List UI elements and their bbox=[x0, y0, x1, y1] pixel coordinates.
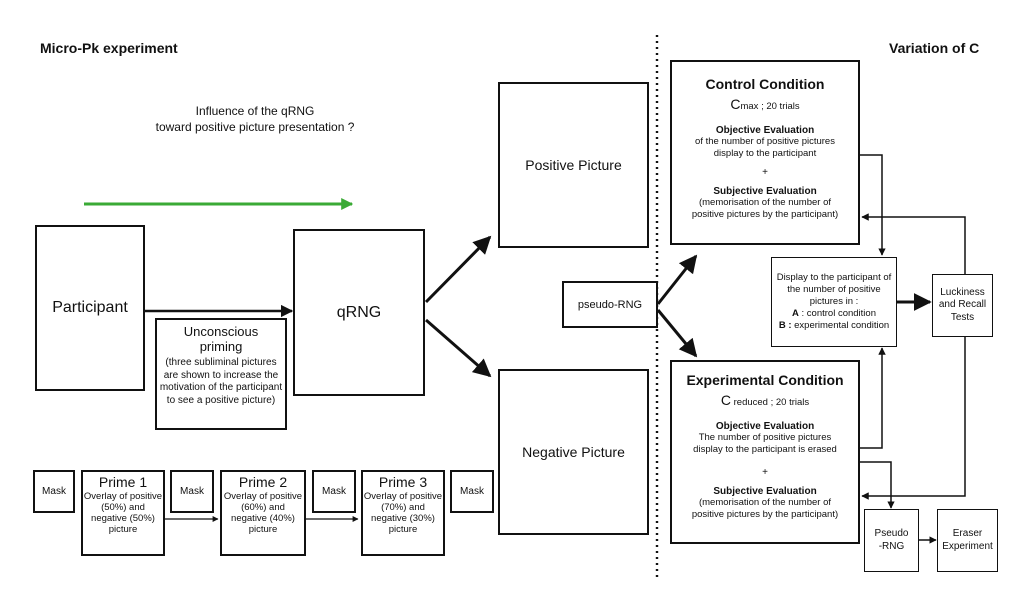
prime-description: Overlay of positive (50%) and negative (… bbox=[83, 491, 163, 535]
control-subjective-title: Subjective Evaluation bbox=[713, 186, 817, 197]
priming-title: Unconscious priming bbox=[183, 324, 259, 354]
mask-box-3: Mask bbox=[312, 470, 356, 513]
experimental-objective-description: The number of positive pictures display … bbox=[693, 432, 837, 455]
prime-box-2: Prime 2 Overlay of positive (60%) and ne… bbox=[220, 470, 306, 556]
positive-picture-label: Positive Picture bbox=[525, 157, 622, 173]
left-heading: Micro-Pk experiment bbox=[40, 40, 178, 56]
qrng-to-positive-arrow bbox=[424, 235, 492, 304]
experimental-param-sub: reduced ; 20 trials bbox=[730, 397, 810, 408]
mask-label: Mask bbox=[42, 486, 66, 497]
prime-box-1: Prime 1 Overlay of positive (50%) and ne… bbox=[81, 470, 165, 556]
experimental-title: Experimental Condition bbox=[686, 372, 844, 388]
unconscious-priming-box: Unconscious priming (three subliminal pi… bbox=[155, 318, 287, 430]
luckiness-recall-box: Luckiness and Recall Tests bbox=[932, 274, 993, 337]
display-option-b: B : experimental condition bbox=[779, 320, 889, 332]
experimental-parameter: C reduced ; 20 trials bbox=[721, 392, 809, 410]
pseudo-rng-2-label: Pseudo -RNG bbox=[874, 528, 909, 552]
mask-label: Mask bbox=[460, 486, 484, 497]
priming-description: (three subliminal pictures are shown to … bbox=[159, 357, 283, 406]
right-heading: Variation of C bbox=[889, 40, 980, 56]
experimental-condition-box: Experimental Condition C reduced ; 20 tr… bbox=[670, 360, 860, 544]
pseudo-rng-2-box: Pseudo -RNG bbox=[864, 509, 919, 572]
experimental-to-prng2-connector bbox=[859, 461, 895, 509]
display-option-a: A : control condition bbox=[792, 308, 876, 320]
display-box: Display to the participant of the number… bbox=[771, 257, 897, 347]
control-to-display-connector bbox=[859, 154, 886, 256]
qrng-box: qRNG bbox=[293, 229, 425, 396]
mask-box-1: Mask bbox=[33, 470, 75, 513]
prime-title: Prime 1 bbox=[98, 474, 148, 490]
display-b-key: B : bbox=[778, 320, 792, 331]
negative-picture-box: Negative Picture bbox=[498, 369, 649, 535]
experimental-to-display-connector bbox=[859, 347, 886, 449]
negative-picture-label: Negative Picture bbox=[522, 444, 625, 460]
display-a-text: : control condition bbox=[798, 308, 876, 319]
pseudo-rng-box: pseudo-RNG bbox=[562, 281, 658, 328]
experimental-plus: + bbox=[762, 467, 768, 478]
prng-to-experimental-arrow bbox=[656, 309, 698, 358]
luckiness-to-experimental-connector bbox=[861, 336, 966, 500]
display-description: Display to the participant of the number… bbox=[776, 272, 892, 307]
control-parameter: Cmax ; 20 trials bbox=[730, 96, 799, 114]
control-title: Control Condition bbox=[705, 76, 825, 92]
experimental-objective-title: Objective Evaluation bbox=[715, 421, 815, 432]
prime-description: Overlay of positive (70%) and negative (… bbox=[363, 491, 443, 535]
experimental-param-c: C bbox=[720, 392, 731, 408]
eraser-label: Eraser Experiment bbox=[942, 528, 993, 552]
qrng-label: qRNG bbox=[336, 303, 382, 321]
control-objective-description: of the number of positive pictures displ… bbox=[695, 136, 835, 159]
influence-question: Influence of the qRNG toward positive pi… bbox=[155, 104, 355, 134]
experimental-subjective-title: Subjective Evaluation bbox=[713, 486, 817, 497]
mask-label: Mask bbox=[180, 486, 204, 497]
display-a-key: A bbox=[792, 308, 799, 319]
mask-label: Mask bbox=[322, 486, 346, 497]
luckiness-label: Luckiness and Recall Tests bbox=[938, 286, 987, 323]
control-param-c: C bbox=[730, 96, 741, 112]
participant-label: Participant bbox=[52, 299, 128, 316]
prime-description: Overlay of positive (60%) and negative (… bbox=[223, 491, 303, 535]
control-subjective-description: (memorisation of the number of positive … bbox=[691, 197, 839, 220]
qrng-to-negative-arrow bbox=[425, 318, 492, 378]
control-plus: + bbox=[762, 167, 768, 178]
control-param-sub: max ; 20 trials bbox=[740, 101, 800, 112]
control-condition-box: Control Condition Cmax ; 20 trials Objec… bbox=[670, 60, 860, 245]
display-b-text: experimental condition bbox=[791, 320, 890, 331]
prng-to-control-arrow bbox=[656, 254, 698, 305]
pseudo-rng-label: pseudo-RNG bbox=[577, 298, 643, 311]
mask-box-2: Mask bbox=[170, 470, 214, 513]
prime-title: Prime 2 bbox=[238, 474, 288, 490]
positive-picture-box: Positive Picture bbox=[498, 82, 649, 248]
prime-title: Prime 3 bbox=[378, 474, 428, 490]
participant-box: Participant bbox=[35, 225, 145, 391]
mask-box-4: Mask bbox=[450, 470, 494, 513]
eraser-experiment-box: Eraser Experiment bbox=[937, 509, 998, 572]
luckiness-to-control-connector bbox=[861, 213, 966, 274]
prime-box-3: Prime 3 Overlay of positive (70%) and ne… bbox=[361, 470, 445, 556]
experimental-subjective-description: (memorisation of the number of positive … bbox=[691, 497, 839, 520]
control-objective-title: Objective Evaluation bbox=[715, 125, 815, 136]
